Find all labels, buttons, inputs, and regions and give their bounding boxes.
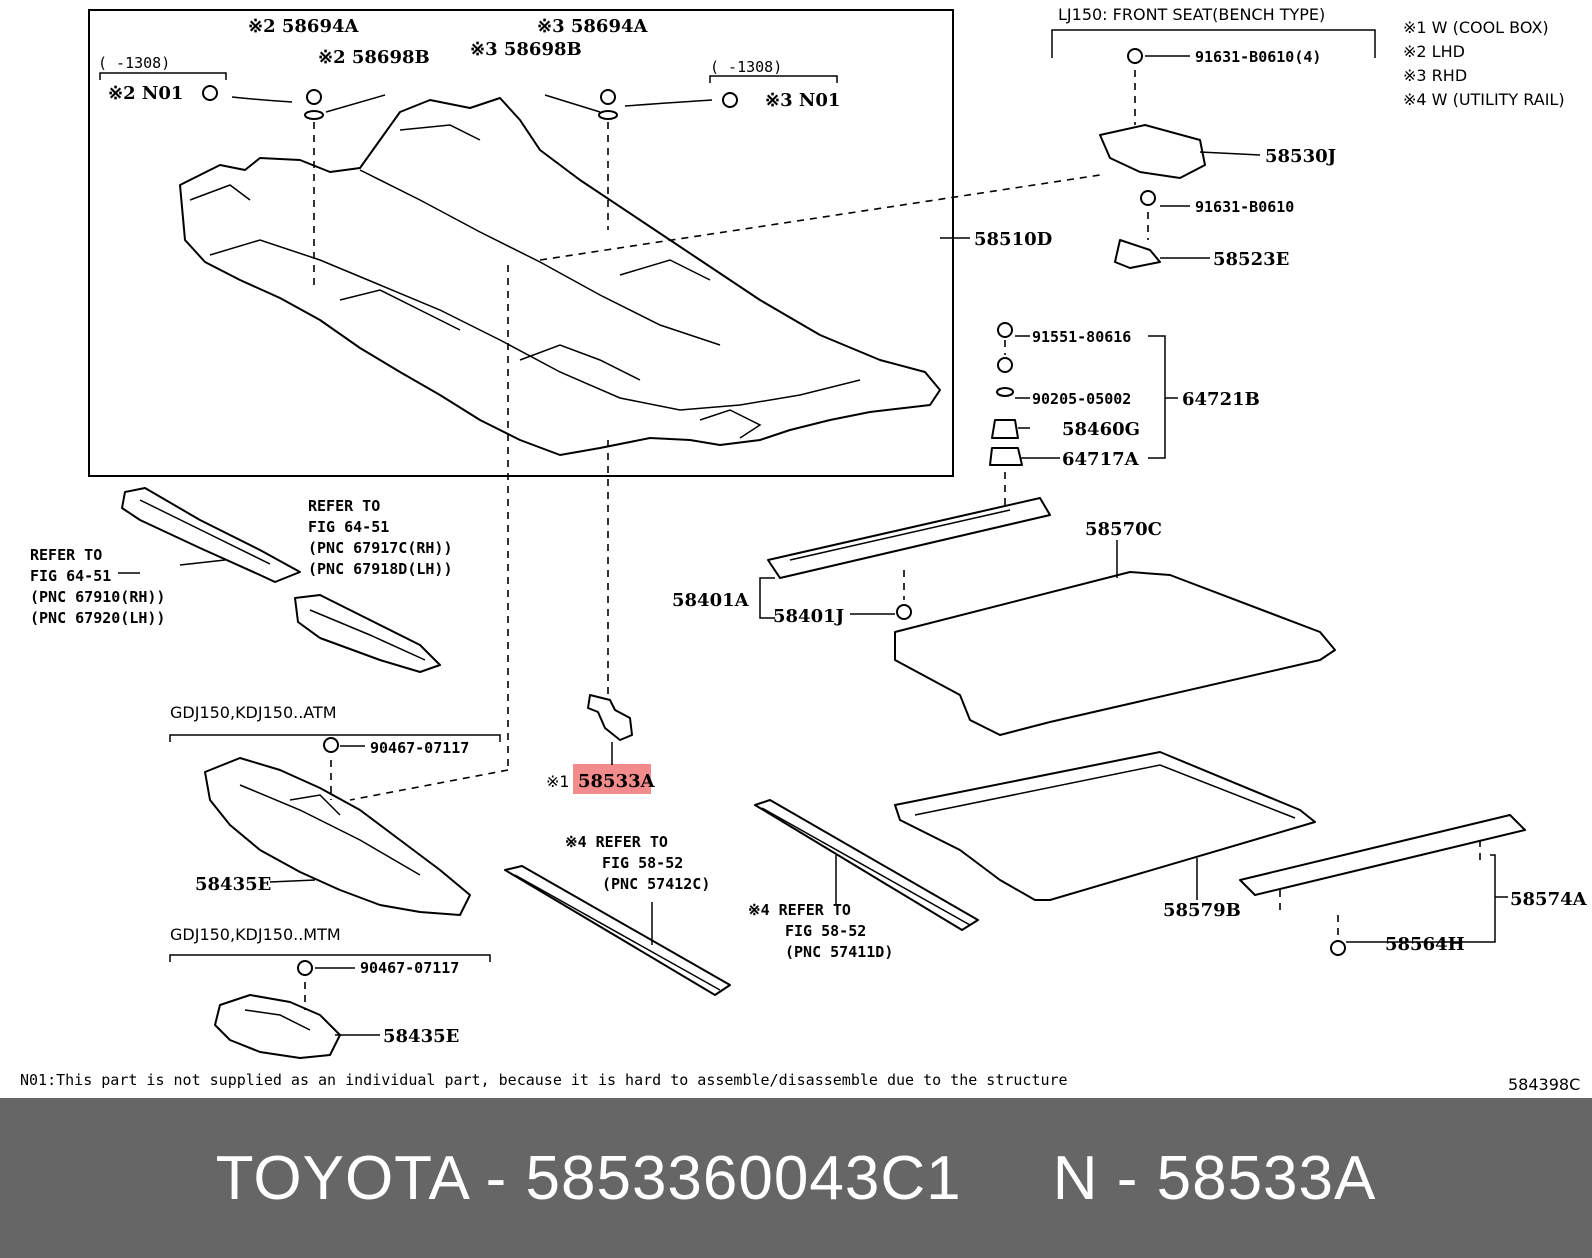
separator-2: - xyxy=(1098,1143,1157,1213)
svg-text:※4 REFER TO: ※4 REFER TO xyxy=(565,833,668,851)
pnc-prefix: N xyxy=(1052,1143,1099,1213)
highlight-58533A xyxy=(573,764,651,794)
label-90467-07117-mtm[interactable]: 90467-07117 xyxy=(360,959,459,977)
label-58564H[interactable]: 58564H xyxy=(1385,934,1465,955)
label-58530J[interactable]: 58530J xyxy=(1265,146,1336,167)
label-58694A-lhd[interactable]: ※2 58694A xyxy=(248,16,359,37)
step-plate-right xyxy=(294,594,441,673)
legend-1: ※1 W (COOL BOX) xyxy=(1403,18,1549,37)
exploded-view: ※1 W (COOL BOX) ※2 LHD ※3 RHD ※4 W (UTIL… xyxy=(20,5,1588,1094)
tray-58579B[interactable] xyxy=(894,751,1316,901)
svg-text:(PNC 67918D(LH)): (PNC 67918D(LH)) xyxy=(308,560,453,578)
seat-bracket-58530J[interactable] xyxy=(1099,124,1206,179)
label-58533A[interactable]: 58533A xyxy=(578,771,656,792)
part-footer-banner: TOYOTA - 5853360043C1 N - 58533A xyxy=(0,1098,1592,1258)
legend-3: ※3 RHD xyxy=(1403,66,1467,85)
part-number: 5853360043C1 xyxy=(525,1143,962,1213)
svg-text:(PNC 67917C(RH)): (PNC 67917C(RH)) xyxy=(308,539,453,557)
svg-text:REFER TO: REFER TO xyxy=(30,546,102,564)
refer-note-1: REFER TO FIG 64-51 (PNC 67910(RH)) (PNC … xyxy=(30,546,165,627)
refer-note-3: ※4 REFER TO FIG 58-52 (PNC 57412C) xyxy=(565,833,710,893)
svg-text:(PNC 67910(RH)): (PNC 67910(RH)) xyxy=(30,588,165,606)
svg-text:FIG 58-52: FIG 58-52 xyxy=(785,922,866,940)
assembly-lines xyxy=(304,70,1339,1010)
refer-note-4: ※4 REFER TO FIG 58-52 (PNC 57411D) xyxy=(748,901,893,961)
cover-58435E-atm[interactable] xyxy=(204,757,471,916)
svg-text:FIG 64-51: FIG 64-51 xyxy=(30,567,111,585)
label-91631-B0610-4[interactable]: 91631-B0610(4) xyxy=(1195,48,1321,66)
refer-note-2: REFER TO FIG 64-51 (PNC 67917C(RH)) (PNC… xyxy=(308,497,453,578)
label-58570C[interactable]: 58570C xyxy=(1085,519,1162,540)
label-58401A[interactable]: 58401A xyxy=(672,590,750,611)
legend-2: ※2 LHD xyxy=(1403,42,1465,61)
pnc-code: 58533A xyxy=(1156,1143,1377,1213)
rail-57412C xyxy=(504,865,731,996)
figure-code: 584398C xyxy=(1508,1075,1580,1094)
range-right: ( -1308) xyxy=(710,58,782,76)
variant-mtm: GDJ150,KDJ150..MTM xyxy=(170,925,341,944)
label-90467-07117-atm[interactable]: 90467-07117 xyxy=(370,739,469,757)
svg-text:FIG 64-51: FIG 64-51 xyxy=(308,518,389,536)
part-title: TOYOTA - 5853360043C1 N - 58533A xyxy=(216,1143,1377,1214)
variant-atm: GDJ150,KDJ150..ATM xyxy=(170,703,337,722)
svg-text:※4 REFER TO: ※4 REFER TO xyxy=(748,901,851,919)
arrow-left xyxy=(231,96,293,103)
range-left: ( -1308) xyxy=(98,54,170,72)
label-58435E-atm[interactable]: 58435E xyxy=(195,874,271,895)
label-64721B[interactable]: 64721B xyxy=(1182,389,1260,410)
floor-carpet-58510D[interactable] xyxy=(179,97,941,456)
svg-text:(PNC 57412C): (PNC 57412C) xyxy=(602,875,710,893)
arrow-right xyxy=(624,99,713,107)
fasteners xyxy=(202,48,1346,976)
svg-text:REFER TO: REFER TO xyxy=(308,497,380,515)
step-plate-left xyxy=(121,487,301,583)
label-58523E[interactable]: 58523E xyxy=(1213,249,1289,270)
svg-text:(PNC 67920(LH)): (PNC 67920(LH)) xyxy=(30,609,165,627)
gap xyxy=(962,1144,1053,1213)
label-90205-05002[interactable]: 90205-05002 xyxy=(1032,390,1131,408)
brand-name: TOYOTA xyxy=(215,1143,468,1213)
leader-lines xyxy=(99,29,1508,1036)
seat-note: LJ150: FRONT SEAT(BENCH TYPE) xyxy=(1058,5,1325,24)
label-58510D[interactable]: 58510D xyxy=(974,229,1052,250)
bracket-58523E[interactable] xyxy=(1114,239,1161,269)
label-58574A[interactable]: 58574A xyxy=(1510,889,1588,910)
label-58533A-mark: ※1 xyxy=(546,772,570,791)
label-N01-lhd[interactable]: ※2 N01 xyxy=(108,83,183,104)
label-58698B-rhd[interactable]: ※3 58698B xyxy=(470,39,582,60)
carpet-frame xyxy=(88,9,954,477)
label-58694A-rhd[interactable]: ※3 58694A xyxy=(537,16,648,37)
tiedown-58401A[interactable] xyxy=(767,497,1051,579)
rail-57411D xyxy=(754,799,979,931)
label-58460G[interactable]: 58460G xyxy=(1062,419,1140,440)
label-58435E-mtm[interactable]: 58435E xyxy=(383,1026,459,1047)
legend-4: ※4 W (UTILITY RAIL) xyxy=(1403,90,1565,109)
luggage-mat-58570C[interactable] xyxy=(894,571,1336,736)
svg-text:(PNC 57411D): (PNC 57411D) xyxy=(785,943,893,961)
label-91551-80616[interactable]: 91551-80616 xyxy=(1032,328,1131,346)
bracket-58533A[interactable] xyxy=(587,694,633,741)
cover-58435E-mtm[interactable] xyxy=(214,994,341,1059)
label-64717A[interactable]: 64717A xyxy=(1062,449,1140,470)
separator-1: - xyxy=(467,1143,526,1213)
rail-58574A[interactable] xyxy=(1239,814,1526,910)
bottom-note: N01:This part is not supplied as an indi… xyxy=(20,1071,1068,1089)
label-N01-rhd[interactable]: ※3 N01 xyxy=(765,90,840,111)
svg-text:FIG 58-52: FIG 58-52 xyxy=(602,854,683,872)
label-91631-B0610[interactable]: 91631-B0610 xyxy=(1195,198,1294,216)
label-58401J[interactable]: 58401J xyxy=(773,606,844,627)
label-58698B-lhd[interactable]: ※2 58698B xyxy=(318,47,430,68)
label-58579B[interactable]: 58579B xyxy=(1163,900,1241,921)
parts-diagram: ※1 W (COOL BOX) ※2 LHD ※3 RHD ※4 W (UTIL… xyxy=(20,5,1588,1094)
